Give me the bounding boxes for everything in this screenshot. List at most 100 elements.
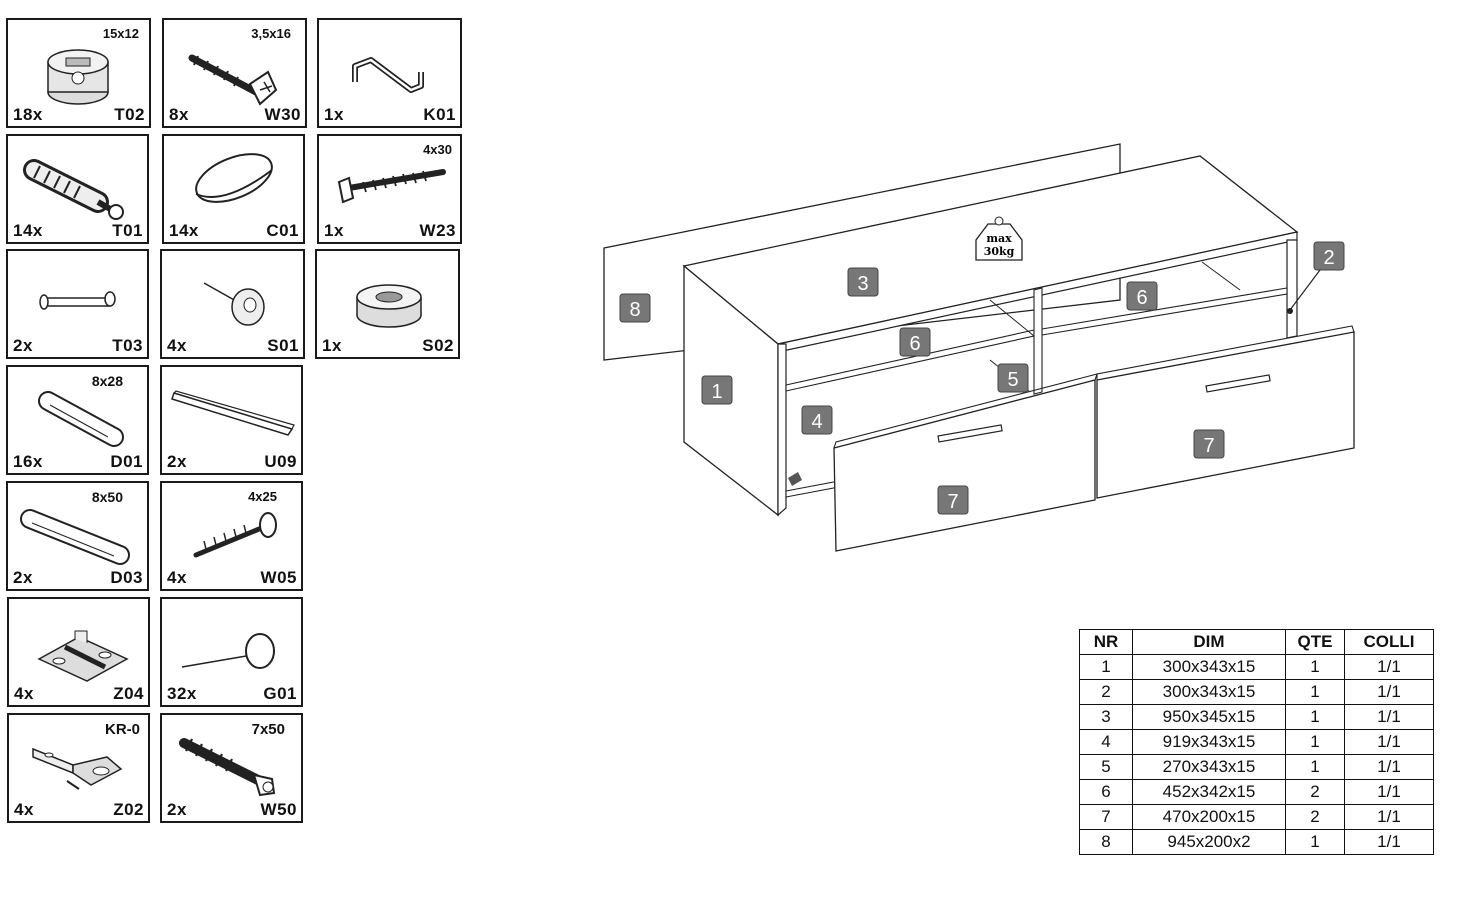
hardware-qty: 18x [13, 105, 43, 124]
hardware-item-t02: 15x12 18x T02 [6, 18, 151, 128]
cell-qte: 1 [1285, 704, 1345, 730]
svg-text:7: 7 [947, 491, 958, 513]
cell-nr: 4 [1079, 729, 1133, 755]
header-colli: COLLI [1344, 629, 1434, 655]
hardware-code: S01 [267, 336, 299, 355]
hardware-code: W50 [260, 800, 297, 819]
hardware-code: T03 [112, 336, 143, 355]
cell-dim: 945x200x2 [1132, 829, 1286, 855]
cell-nr: 1 [1079, 654, 1133, 680]
dowel-icon [38, 391, 124, 447]
connector-pin-icon [39, 291, 116, 310]
part-tag-6-left: 6 [899, 327, 931, 357]
hardware-code: D01 [110, 452, 143, 471]
long-screw-icon [337, 169, 446, 204]
leader-line-2 [1289, 269, 1321, 311]
part-2-right-side [1286, 239, 1298, 339]
hardware-item-w50: 7x50 2x W50 [160, 713, 303, 823]
long-dowel-icon [20, 509, 130, 565]
svg-text:1: 1 [711, 381, 722, 403]
cell-qte: 2 [1285, 779, 1345, 805]
hardware-qty: 1x [324, 221, 344, 240]
hardware-item-t03: 2x T03 [6, 249, 149, 359]
cell-nr: 3 [1079, 704, 1133, 730]
part-tag-6-right: 6 [1126, 281, 1158, 311]
table-header-row: NR DIM QTE COLLI [1079, 629, 1434, 655]
hardware-item-u09: 2x U09 [160, 365, 303, 475]
tv-cabinet-assembly-drawing: max 30kg 1 2 3 4 5 6 6 7 7 8 [603, 143, 1355, 552]
table-row: 3 950x345x15 1 1/1 [1079, 704, 1434, 730]
pin-nail-icon [181, 633, 275, 669]
table-row: 4 919x343x15 1 1/1 [1079, 729, 1434, 755]
cell-colli: 1/1 [1344, 829, 1434, 855]
cell-qte: 1 [1285, 754, 1345, 780]
screw-icon [188, 54, 278, 106]
hardware-dim: 8x28 [91, 373, 123, 389]
hardware-qty: 2x [167, 452, 187, 471]
cell-dim: 950x345x15 [1132, 704, 1286, 730]
part-tag-7-left: 7 [937, 485, 969, 515]
hardware-code: U09 [264, 452, 297, 471]
hardware-qty: 1x [322, 336, 342, 355]
hardware-code: S02 [422, 336, 454, 355]
hardware-dim: 8x50 [91, 489, 123, 505]
cell-dim: 300x343x15 [1132, 654, 1286, 680]
cell-qte: 2 [1285, 804, 1345, 830]
hardware-qty: 14x [13, 221, 43, 240]
table-row: 5 270x343x15 1 1/1 [1079, 754, 1434, 780]
hardware-item-s02: 1x S02 [315, 249, 460, 359]
table-row: 1 300x343x15 1 1/1 [1079, 654, 1434, 680]
wood-screw-icon [179, 738, 276, 797]
rail-strip-icon [171, 390, 295, 436]
drawer-handle-right [1205, 374, 1271, 393]
hardware-qty: 4x [14, 684, 34, 703]
cam-bolt-icon [23, 159, 124, 220]
part-tag-4: 4 [801, 405, 833, 435]
cell-dim: 270x343x15 [1132, 754, 1286, 780]
svg-text:4: 4 [811, 411, 822, 433]
cell-qte: 1 [1285, 729, 1345, 755]
hardware-dim: 7x50 [251, 721, 285, 738]
cell-nr: 7 [1079, 804, 1133, 830]
part-7-drawer-front-left [833, 379, 1096, 552]
nail-glide-icon [203, 282, 265, 326]
table-row: 2 300x343x15 1 1/1 [1079, 679, 1434, 705]
hardware-qty: 2x [13, 336, 33, 355]
hardware-item-w05: 4x25 4x W05 [160, 481, 303, 591]
hardware-dim: 4x30 [423, 142, 452, 157]
hardware-code: T01 [112, 221, 143, 240]
part-tag-1: 1 [701, 375, 733, 405]
round-foot-icon [356, 284, 422, 328]
table-row: 8 945x200x2 1 1/1 [1079, 829, 1434, 855]
washer-screw-icon [193, 512, 277, 558]
part-5-divider [1033, 287, 1043, 395]
header-qte: QTE [1285, 629, 1345, 655]
cell-nr: 5 [1079, 754, 1133, 780]
cell-dim: 470x200x15 [1132, 804, 1286, 830]
cap-cover-icon [195, 153, 273, 203]
hardware-item-t01: 14x T01 [6, 134, 149, 244]
svg-text:3: 3 [857, 273, 868, 295]
weight-label-line1: max [986, 232, 1012, 245]
cell-colli: 1/1 [1344, 779, 1434, 805]
hardware-item-z02: KR-0 4x Z02 [7, 713, 150, 823]
hardware-code: W30 [264, 105, 301, 124]
hinge-icon [32, 747, 123, 790]
hardware-code: W23 [419, 221, 456, 240]
hardware-item-z04: 4x Z04 [7, 597, 150, 707]
header-dim: DIM [1132, 629, 1286, 655]
hardware-item-d01: 8x28 16x D01 [6, 365, 149, 475]
part-tag-3: 3 [847, 267, 879, 297]
cell-qte: 1 [1285, 679, 1345, 705]
header-nr: NR [1079, 629, 1133, 655]
svg-text:5: 5 [1007, 369, 1018, 391]
svg-text:2: 2 [1323, 247, 1334, 269]
cell-colli: 1/1 [1344, 804, 1434, 830]
hardware-item-c01: 14x C01 [162, 134, 305, 244]
hardware-qty: 16x [13, 452, 43, 471]
hardware-code: C01 [266, 221, 299, 240]
hardware-code: D03 [110, 568, 143, 587]
hardware-qty: 2x [13, 568, 33, 587]
parts-table: NR DIM QTE COLLI 1 300x343x15 1 1/1 2 30… [1079, 629, 1434, 855]
cell-colli: 1/1 [1344, 654, 1434, 680]
